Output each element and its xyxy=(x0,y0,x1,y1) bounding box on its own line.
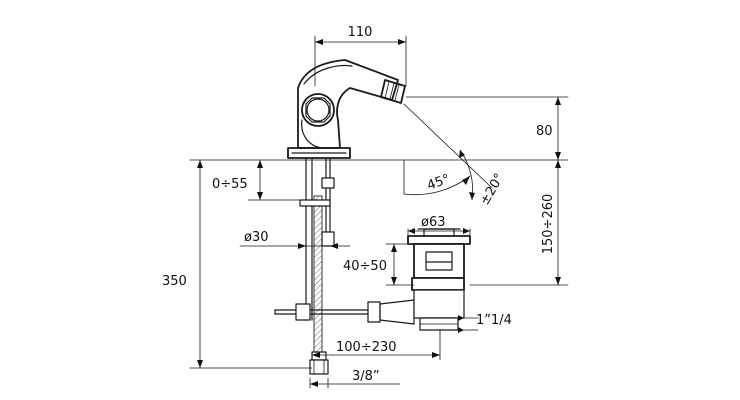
label-waste-thread: 1”1/4 xyxy=(476,313,512,328)
dim-connection: 3/8” xyxy=(309,369,401,389)
label-rod-length: 100÷230 xyxy=(336,340,397,355)
label-waste-depth: 40÷50 xyxy=(343,259,387,274)
dim-waste-depth: 40÷50 xyxy=(343,243,415,286)
dim-waste-thread: 1”1/4 xyxy=(457,313,512,333)
label-outlet-range: 150÷260 xyxy=(541,194,556,255)
label-swivel-angle: 45° xyxy=(425,172,452,194)
faucet-base xyxy=(287,147,351,159)
lever-knob xyxy=(301,93,335,149)
dim-angles: 45° ±20° xyxy=(403,103,507,208)
dim-lever-travel: 0÷55 xyxy=(212,159,301,201)
waste-plug xyxy=(407,235,471,245)
label-top-width: 110 xyxy=(348,25,373,40)
label-total-height: 350 xyxy=(162,274,187,289)
label-spout-height: 80 xyxy=(536,124,553,139)
pop-up-waste xyxy=(407,228,471,331)
dim-rod-length: 100÷230 xyxy=(311,329,441,361)
mounting-shank xyxy=(299,157,335,375)
dim-hole-diameter: ø30 xyxy=(239,230,351,249)
label-connection: 3/8” xyxy=(352,369,380,384)
dim-top-width: 110 xyxy=(314,25,407,87)
dim-outlet-range: 150÷260 xyxy=(469,159,569,286)
label-waste-diameter: ø63 xyxy=(421,215,446,230)
mounting-nut xyxy=(299,199,331,207)
hose-connector xyxy=(309,359,329,375)
label-tilt-angle: ±20° xyxy=(477,171,507,208)
dim-spout-height: 80 xyxy=(189,96,569,161)
faucet-body xyxy=(287,59,406,159)
linkage-rod xyxy=(274,299,415,325)
aerator xyxy=(380,79,406,104)
dim-waste-diameter: ø63 xyxy=(407,215,471,237)
dim-total-height: 350 xyxy=(162,159,313,369)
braided-hose xyxy=(313,195,323,357)
label-hole-diameter: ø30 xyxy=(244,230,269,245)
label-lever-travel: 0÷55 xyxy=(212,177,248,192)
